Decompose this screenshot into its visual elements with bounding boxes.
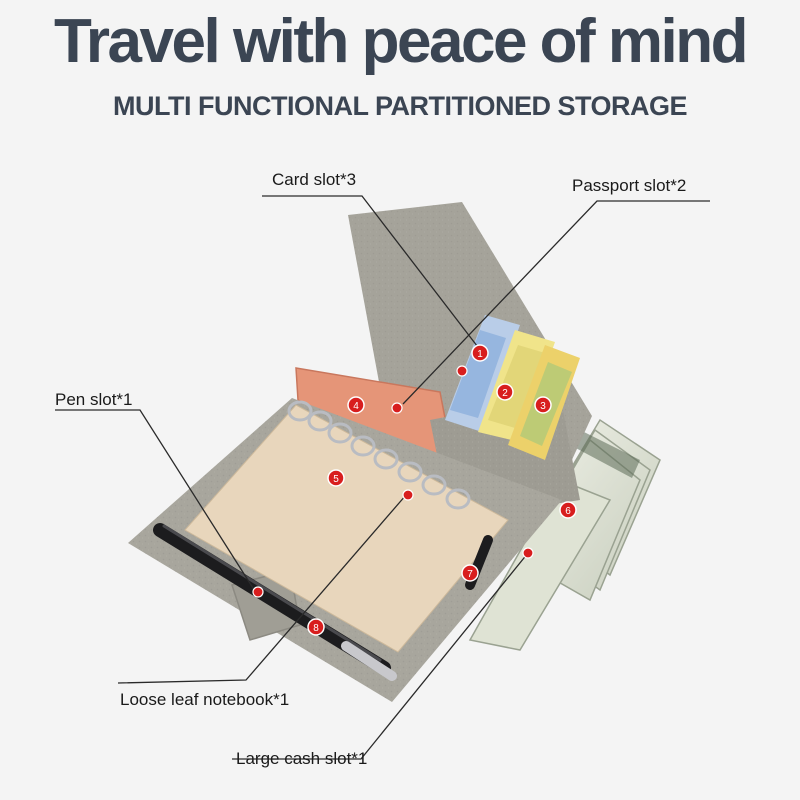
marker-4: 4 xyxy=(347,396,365,414)
marker-8: 8 xyxy=(307,618,325,636)
svg-text:3: 3 xyxy=(540,401,546,412)
marker-6: 6 xyxy=(559,501,577,519)
marker-2: 2 xyxy=(496,383,514,401)
svg-text:1: 1 xyxy=(477,349,483,360)
marker-3: 3 xyxy=(534,396,552,414)
svg-text:7: 7 xyxy=(467,569,473,580)
svg-text:4: 4 xyxy=(353,401,359,412)
callout-large-cash-slot: Large cash slot*1 xyxy=(236,749,368,768)
callout-passport-slot: Passport slot*2 xyxy=(572,176,687,195)
svg-text:8: 8 xyxy=(313,623,319,634)
svg-text:2: 2 xyxy=(502,388,508,399)
marker-7: 7 xyxy=(461,564,479,582)
notebook-paper xyxy=(184,400,509,653)
callout-card-slot: Card slot*3 xyxy=(272,170,357,189)
svg-text:5: 5 xyxy=(333,474,339,485)
marker-5: 5 xyxy=(327,469,345,487)
callout-lines xyxy=(55,195,710,760)
page-subtitle: MULTI FUNCTIONAL PARTITIONED STORAGE xyxy=(113,91,687,121)
markers: 1 2 3 4 5 6 7 xyxy=(252,344,577,636)
svg-text:6: 6 xyxy=(565,506,571,517)
page-title: Travel with peace of mind xyxy=(53,7,749,76)
marker-1: 1 xyxy=(471,344,489,362)
callout-pen-slot: Pen slot*1 xyxy=(55,390,133,409)
callout-loose-leaf: Loose leaf notebook*1 xyxy=(120,690,290,709)
